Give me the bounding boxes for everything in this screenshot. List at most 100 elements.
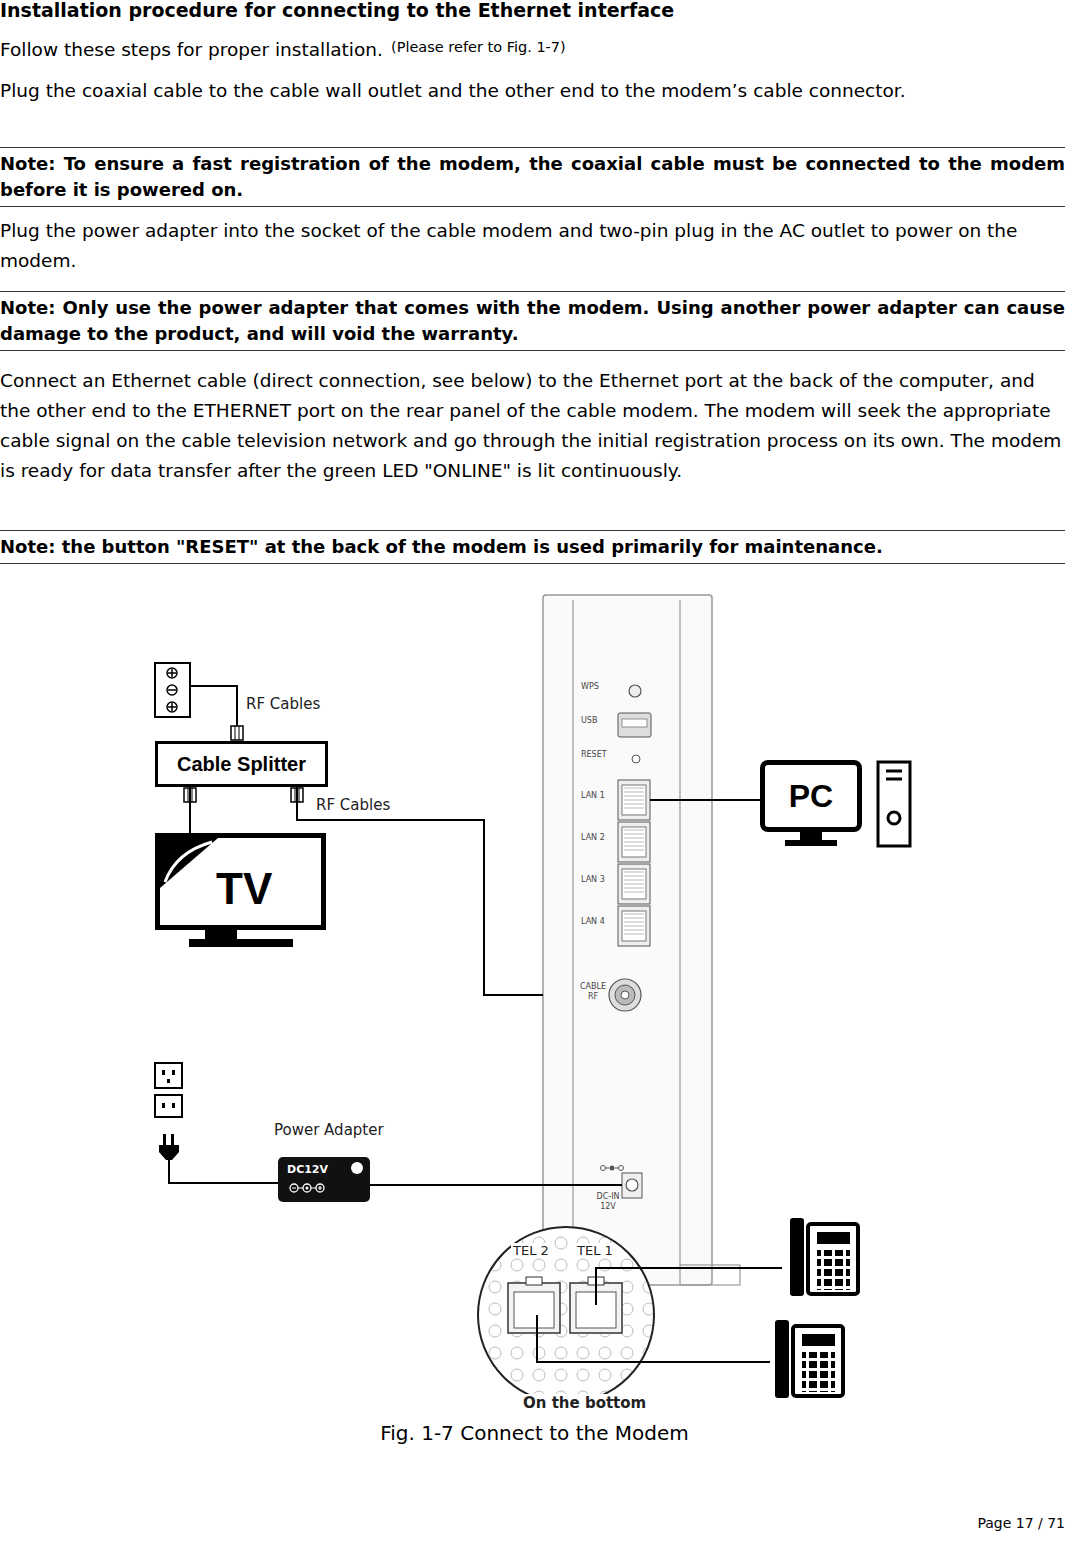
node-text: TEL 2 [511,1243,551,1258]
bottom-zoom [478,1227,654,1403]
bottom-zoom [526,1277,542,1285]
node-text: TEL 1 [575,1243,615,1258]
ac-outlet [155,1063,182,1088]
cable-label: RF Cables [243,695,323,713]
pc-monitor: PC [760,760,862,832]
node-text: CABLE RF [577,982,609,1002]
modem-housing [601,1166,606,1171]
modem-housing [610,1166,615,1171]
wall-outlet [155,663,190,717]
modem-housing [618,780,650,820]
adapter-body [292,1186,322,1190]
node-text: LAN 3 [581,875,605,885]
cable-connector [650,799,760,801]
modem-housing [629,685,641,697]
illustration [775,1320,843,1398]
coax-connector [231,726,243,740]
cable-connector [189,787,191,833]
node-text: WPS [581,682,599,692]
ac-outlet [155,1063,182,1117]
reference-note: (Please refer to Fig. 1-7) [391,39,566,55]
node-text: Power Adapter [274,1121,384,1139]
wall-outlet [167,702,177,712]
illustration [790,1218,858,1296]
ac-plug [159,1145,179,1160]
ac-outlet [172,1070,175,1075]
ac-plug [163,1134,166,1145]
modem-housing [622,719,647,727]
pc-decor [878,762,910,846]
node-text: LAN 2 [581,833,605,843]
node-text: LAN 4 [581,917,605,927]
wall-outlet [167,668,177,678]
ac-plug [169,1160,278,1183]
pc-decor [785,840,837,846]
adapter-body [278,1157,370,1202]
node-text: USB [581,716,597,726]
ac-outlet [162,1103,165,1108]
wall-outlet [168,669,176,677]
tv-decor [160,838,293,947]
cable-modem: WPSUSBRESETLAN 1LAN 2LAN 3LAN 4CABLE RFD… [543,595,712,1285]
note-text: Note: the button "RESET" at the back of … [0,530,1065,564]
bottom-detail: TEL 2TEL 1On the bottom [478,1227,654,1403]
adapter-body [278,1157,370,1202]
tv-decor [189,939,293,947]
page-number: Page 17 / 71 [977,1515,1065,1531]
ac-plug [171,1134,174,1145]
body-text: Follow these steps for proper installati… [0,35,383,65]
node-text: PC [789,778,833,815]
ac-outlet [162,1070,165,1075]
pc-decor [888,812,900,824]
modem-housing [543,595,740,1285]
adapter-body [303,1184,311,1192]
node-text: TV [216,864,272,914]
node-text: DC-IN 12V [593,1192,623,1212]
node-text: On the bottom [520,1394,649,1412]
node-text: DC12V [287,1163,328,1176]
ac-plug [159,1134,278,1183]
wall-outlet [168,703,176,711]
cable-connector [297,787,543,995]
tv-decor [165,842,212,882]
wall-outlet [167,685,177,695]
modem-housing [618,713,651,737]
modem-housing [573,600,680,1265]
bottom-zoom [514,1292,554,1328]
figure-caption: Fig. 1-7 Connect to the Modem [0,1421,1069,1445]
modem-housing [632,755,640,763]
bottom-zoom [476,1225,656,1405]
adapter-body [351,1162,363,1174]
splitter-box: Cable Splitter [155,741,328,787]
coax-connector [235,726,239,740]
modem-housing [621,991,629,999]
phone-cable [537,1315,770,1362]
modem-housing [615,985,635,1005]
ac-outlet [155,1095,182,1117]
body-text: Plug the coaxial cable to the cable wall… [0,76,1063,106]
modem-housing [622,1173,642,1198]
modem-housing [618,864,650,904]
node-text: RESET [581,750,607,760]
note-text: Note: To ensure a fast registration of t… [0,147,1065,207]
pc-decor [800,832,822,841]
tv-decor [205,930,237,939]
node-text: Cable Splitter [177,753,306,776]
adapter-body [306,1187,309,1190]
bottom-zoom [476,1225,656,1405]
modem-housing [618,822,650,862]
wall-outlet [168,689,176,691]
tv-decor [160,838,218,888]
tv-screen: TV [155,833,326,930]
body-text: Plug the power adapter into the socket o… [0,216,1063,276]
pc-decor [886,771,902,779]
note-text: Note: Only use the power adapter that co… [0,291,1065,351]
cable-connector [370,1184,622,1186]
ac-outlet [172,1103,175,1108]
ac-outlet [167,1079,170,1083]
cable-label: RF Cables [313,796,393,814]
body-text: Connect an Ethernet cable (direct connec… [0,366,1063,486]
modem-housing [619,1166,624,1171]
phone-cable [596,1268,782,1305]
